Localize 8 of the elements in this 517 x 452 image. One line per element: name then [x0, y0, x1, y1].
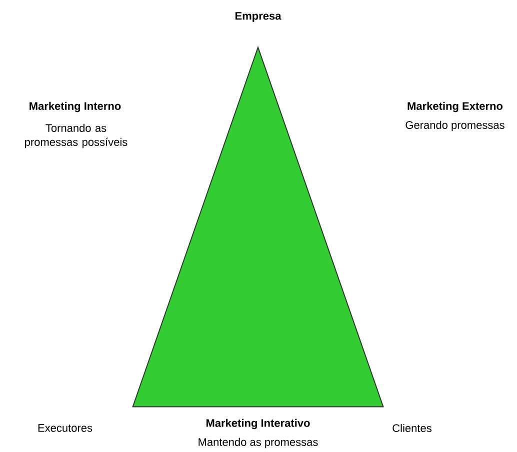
side-heading: Marketing Interno [30, 102, 121, 112]
side-description: Mantendo as promessas [198, 438, 318, 448]
vertex-label: Clientes [392, 424, 432, 432]
side-heading: Marketing Externo [408, 102, 503, 112]
side-heading: Marketing Interativo [206, 418, 310, 430]
side-description: Gerando promessas [406, 120, 504, 132]
vertex-label: Executores [38, 424, 92, 432]
vertex-label: Empresa [236, 12, 282, 22]
